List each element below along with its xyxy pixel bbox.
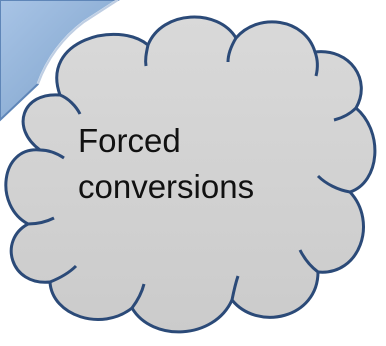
cloud-label-line-2: conversions (78, 164, 338, 210)
cloud-label: Forced conversions (78, 118, 338, 210)
cloud-label-line-1: Forced (78, 118, 338, 164)
